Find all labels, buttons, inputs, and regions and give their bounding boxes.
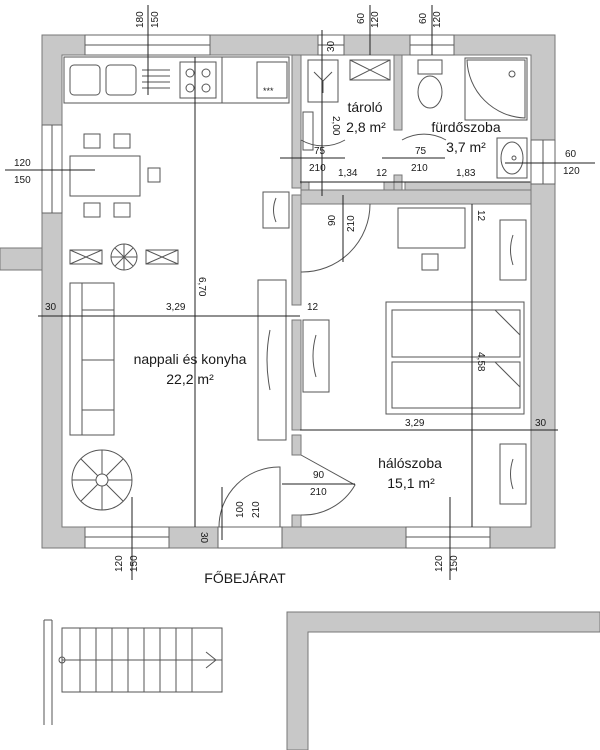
bedroom-furniture [262,191,527,505]
dimension-lines [5,5,595,580]
entrance-label: FŐBEJÁRAT [204,570,286,586]
toilet-icon [417,59,443,109]
svg-text:30: 30 [198,532,209,544]
svg-text:2,00: 2,00 [330,116,341,136]
svg-text:120: 120 [14,158,31,169]
svg-text:60: 60 [356,12,367,24]
svg-text:60: 60 [418,12,429,24]
svg-text:30: 30 [45,302,57,313]
svg-text:6,70: 6,70 [196,277,207,297]
doors [218,133,447,528]
svg-text:90: 90 [313,470,325,481]
sofa [69,282,115,436]
svg-text:1,83: 1,83 [456,168,476,179]
svg-text:210: 210 [310,487,327,498]
svg-text:***: *** [263,86,274,96]
room-labels: nappali és konyha 22,2 m² tároló 2,8 m² … [134,99,501,586]
svg-text:12: 12 [307,302,319,313]
svg-text:150: 150 [150,11,161,28]
tv-unit [257,279,287,441]
living-room-name: nappali és konyha [134,351,247,367]
stairs [43,619,223,725]
svg-text:120: 120 [432,11,443,28]
washbasin-icon [496,137,528,179]
dimension-text: 180 150 60 120 60 120 30 120 150 60 120 … [14,11,580,572]
sink-icon [69,64,101,96]
storage-furniture [302,59,391,151]
storage-room-area: 2,8 m² [346,119,386,135]
svg-text:120: 120 [434,555,445,572]
svg-text:12: 12 [475,210,486,222]
svg-text:30: 30 [326,40,337,52]
svg-text:4,58: 4,58 [475,352,486,372]
bedroom-name: hálószoba [378,455,442,471]
bath-room-name: fürdőszoba [431,119,500,135]
lights-and-plant [69,243,179,271]
svg-text:3,29: 3,29 [405,418,425,429]
svg-text:3,29: 3,29 [166,302,186,313]
living-room-area: 22,2 m² [166,371,214,387]
svg-text:120: 120 [114,555,125,572]
plant-icon [110,243,138,271]
svg-text:75: 75 [314,146,326,157]
svg-text:75: 75 [415,146,427,157]
svg-text:150: 150 [14,175,31,186]
svg-text:30: 30 [535,418,547,429]
svg-text:180: 180 [135,11,146,28]
svg-text:210: 210 [309,163,326,174]
svg-text:90: 90 [327,214,338,226]
svg-text:150: 150 [129,555,140,572]
storage-room-name: tároló [347,99,382,115]
svg-text:150: 150 [449,555,460,572]
svg-text:120: 120 [563,166,580,177]
kitchen-counter: *** [63,56,290,104]
svg-text:210: 210 [251,501,262,518]
svg-text:1,34: 1,34 [338,168,358,179]
shower-icon [464,57,528,121]
bath-furniture [417,57,528,179]
stove-icon [179,61,217,99]
svg-text:12: 12 [376,168,388,179]
inner-walls [291,54,532,528]
svg-text:120: 120 [370,11,381,28]
bath-room-area: 3,7 m² [446,139,486,155]
svg-text:210: 210 [346,215,357,232]
svg-text:210: 210 [411,163,428,174]
dining-table [69,133,161,218]
svg-text:100: 100 [235,501,246,518]
desk [397,207,466,249]
adjacent-building-wall [286,611,600,750]
bedroom-area: 15,1 m² [387,475,435,491]
chair [421,253,439,271]
plant-icon [71,449,133,511]
svg-text:60: 60 [565,149,577,160]
